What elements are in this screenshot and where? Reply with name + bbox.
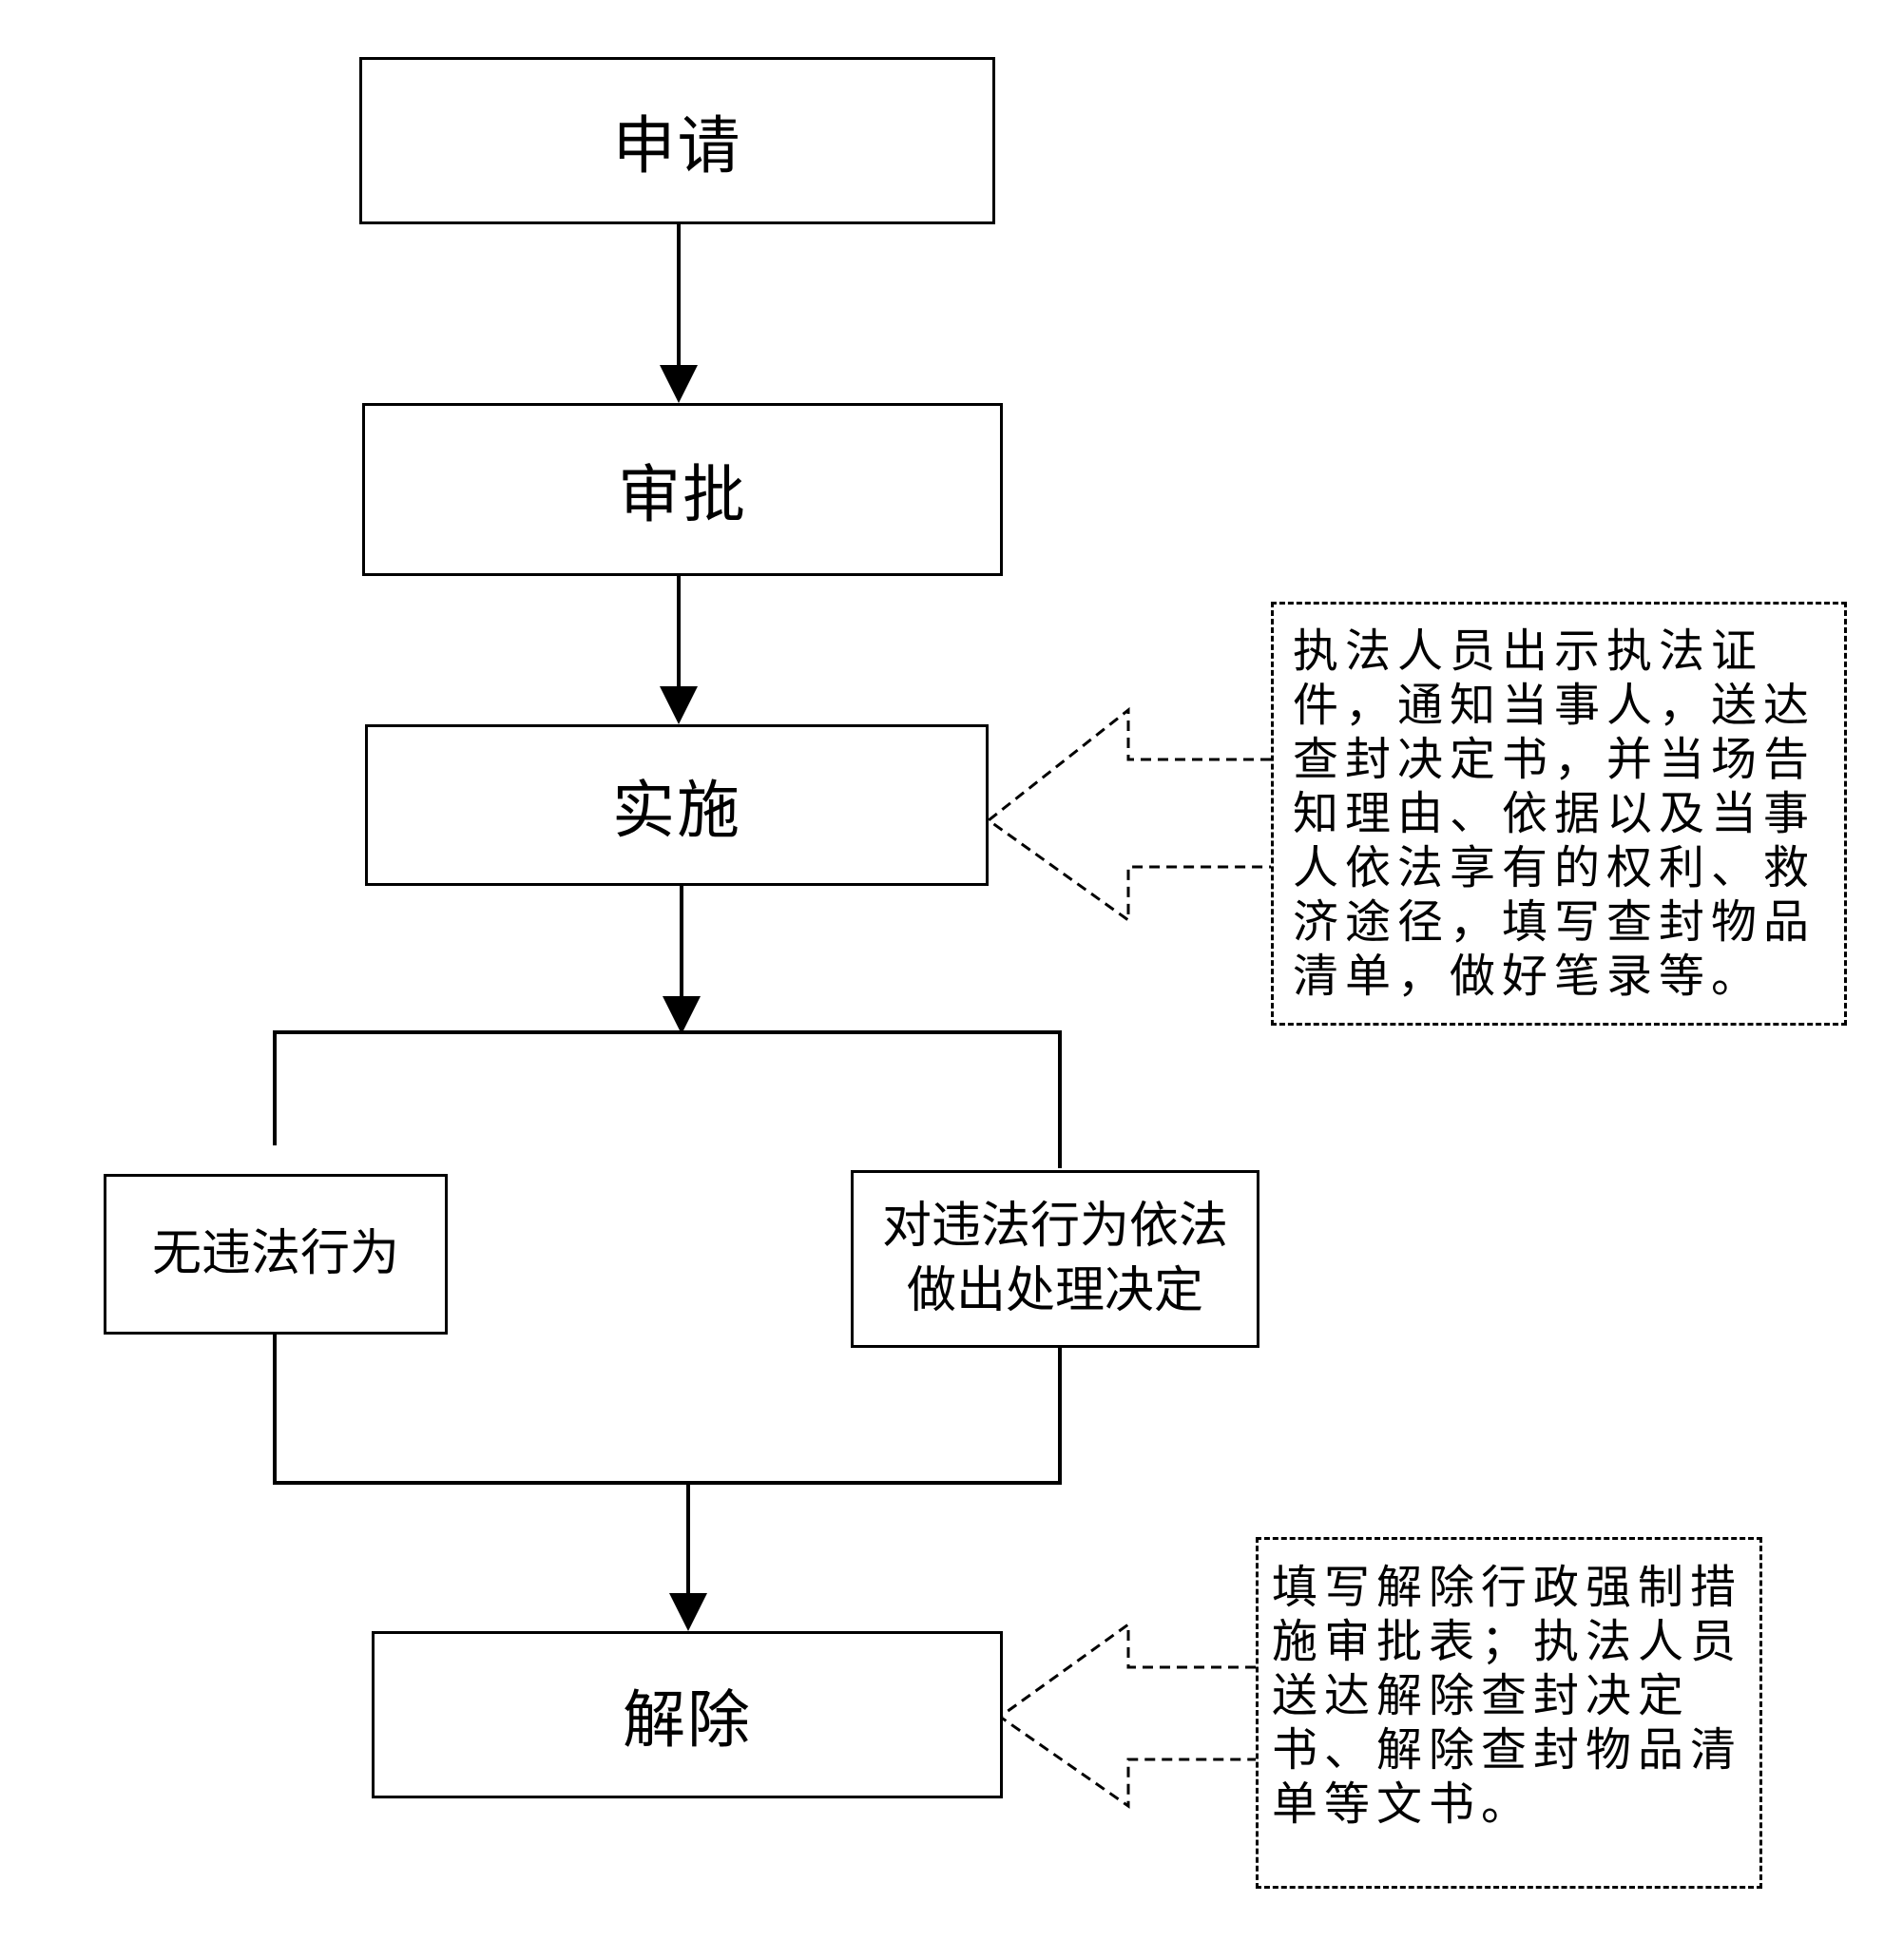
note-implement: 执法人员出示执法证件，通知当事人，送达查封决定书，并当场告知理由、依据以及当事人… [1271,602,1847,1026]
branch-merge-line [273,1335,1062,1485]
step-apply: 申请 [359,57,995,224]
callout-arrow-release [997,1622,1256,1809]
step-no-violation: 无违法行为 [104,1174,448,1335]
step-release-label: 解除 [623,1683,752,1757]
step-implement: 实施 [365,724,989,886]
step-release: 解除 [372,1631,1003,1798]
step-approve: 审批 [362,403,1003,576]
step-apply-label: 申请 [612,109,742,183]
step-approve-label: 审批 [618,458,747,531]
step-no-violation-label: 无违法行为 [151,1224,399,1282]
step-handle-violation: 对违法行为依法做出处理决定 [851,1170,1259,1348]
note-release: 填写解除行政强制措施审批表；执法人员送达解除查封决定书、解除查封物品清单等文书。 [1256,1537,1762,1889]
branch-split-line [273,1030,1062,1168]
step-handle-violation-label: 对违法行为依法做出处理决定 [882,1197,1229,1319]
step-implement-label: 实施 [612,774,741,847]
note-release-text: 填写解除行政强制措施审批表；执法人员送达解除查封决定书、解除查封物品清单等文书。 [1272,1561,1743,1831]
callout-arrow-implement [986,706,1271,923]
note-implement-text: 执法人员出示执法证件，通知当事人，送达查封决定书，并当场告知理由、依据以及当事人… [1293,625,1816,1003]
